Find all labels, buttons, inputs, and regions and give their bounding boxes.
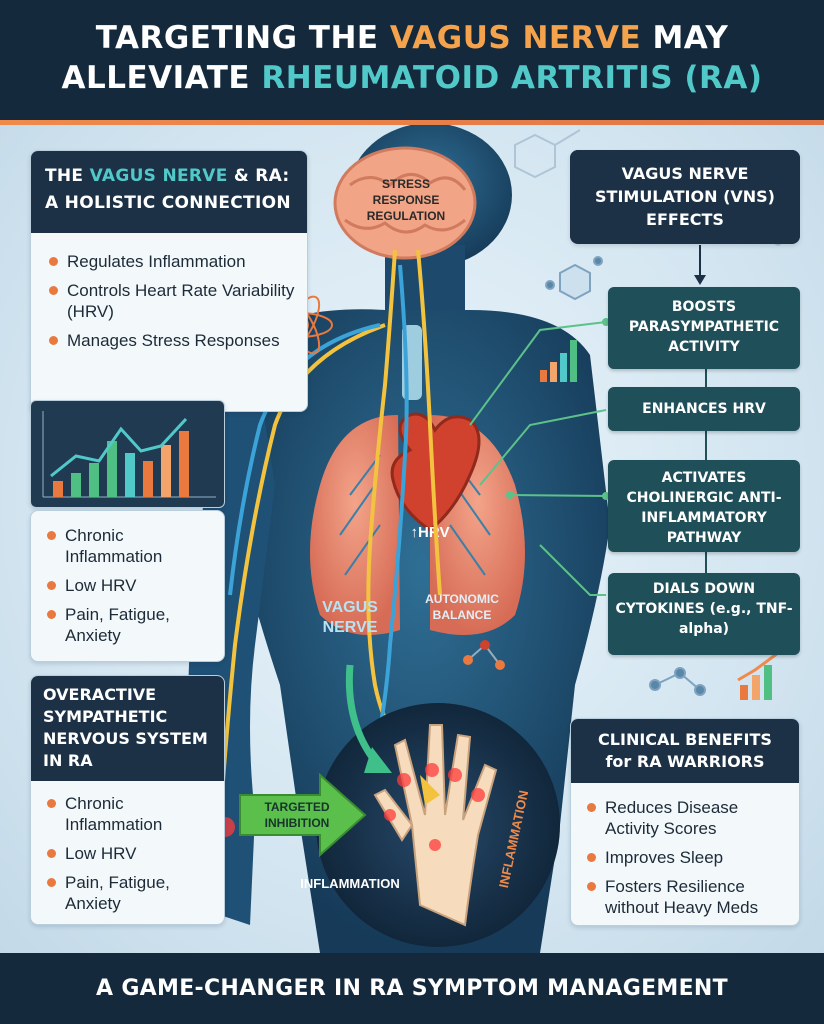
list-item: Regulates Inflammation	[47, 251, 297, 272]
list-item: Low HRV	[45, 843, 216, 864]
footer-banner: A GAME-CHANGER IN RA SYMPTOM MANAGEMENT	[0, 953, 824, 1024]
list-item: Chronic Inflammation	[45, 525, 216, 567]
arrowhead-icon	[364, 747, 392, 773]
list-item: Fosters Resilience without Heavy Meds	[585, 876, 791, 918]
effect-boosts-parasympathetic: BOOSTS PARASYMPATHETIC ACTIVITY	[608, 287, 800, 369]
inflammation-label-horizontal: INFLAMMATION	[300, 876, 399, 891]
autonomic-label-line1: AUTONOMIC	[425, 592, 499, 606]
ra-symptoms-panel: Chronic Inflammation Low HRV Pain, Fatig…	[30, 510, 225, 662]
targeted-label-line1: TARGETED	[264, 800, 329, 814]
connection-title-text: & RA:	[227, 166, 290, 186]
small-molecule-icon	[463, 640, 505, 670]
targeted-inhibition-arrow	[239, 772, 367, 858]
benefits-list: Reduces Disease Activity Scores Improves…	[571, 783, 799, 918]
vagus-nerve-label-line2: NERVE	[323, 619, 378, 636]
brain-label-line1: STRESS	[382, 177, 430, 191]
growth-chart-icon	[737, 651, 779, 700]
targeted-label-line2: INHIBITION	[265, 816, 330, 830]
list-item: Reduces Disease Activity Scores	[585, 797, 791, 839]
vns-effects-title-panel: VAGUS NERVE STIMULATION (VNS) EFFECTS	[570, 150, 800, 244]
heart-illustration	[390, 412, 481, 532]
list-item: Pain, Fatigue, Anxiety	[45, 604, 216, 646]
effect-cholinergic-pathway: ACTIVATES CHOLINERGIC ANTI-INFLAMMATORY …	[608, 460, 800, 552]
headline-line-1: TARGETING THE VAGUS NERVE MAY	[0, 0, 824, 58]
clinical-benefits-panel: CLINICAL BENEFITS for RA WARRIORS Reduce…	[570, 718, 800, 926]
bar-chart-icon	[540, 340, 577, 382]
list-item: Low HRV	[45, 575, 216, 596]
headline-text: TARGETING THE	[95, 20, 390, 56]
infographic-canvas: STRESS RESPONSE REGULATION ↑HRV VAGUS	[0, 125, 824, 953]
hexagon-molecule-icon	[545, 256, 603, 301]
effect-enhances-hrv: ENHANCES HRV	[608, 387, 800, 431]
declining-trend-chart-panel	[30, 400, 225, 508]
effect-dials-down-cytokines: DIALS DOWN CYTOKINES (e.g., TNF-alpha)	[608, 573, 800, 655]
vagus-ra-connection-panel: THE VAGUS NERVE & RA: A HOLISTIC CONNECT…	[30, 150, 308, 412]
connection-title-highlight: VAGUS NERVE	[89, 166, 228, 186]
molecule-chain-icon	[649, 667, 706, 696]
header-banner: TARGETING THE VAGUS NERVE MAY ALLEVIATE …	[0, 0, 824, 120]
heart-hrv-label: ↑HRV	[411, 524, 450, 541]
connection-title-subtitle: A HOLISTIC CONNECTION	[45, 193, 291, 213]
headline-highlight-vagus: VAGUS NERVE	[389, 20, 642, 56]
headline-highlight-ra: RHEUMATOID ARTRITIS (RA)	[261, 60, 763, 96]
list-item: Manages Stress Responses	[47, 330, 297, 351]
list-item: Chronic Inflammation	[45, 793, 216, 835]
benefits-panel-title: CLINICAL BENEFITS for RA WARRIORS	[571, 719, 799, 783]
brain-illustration	[333, 146, 477, 260]
nerve-arrow-icon	[420, 775, 440, 805]
down-arrow-icon	[694, 275, 706, 285]
vagus-nerve-label-line1: VAGUS	[322, 599, 378, 616]
vns-panel-title: VAGUS NERVE STIMULATION (VNS) EFFECTS	[570, 150, 800, 243]
symptoms-list: Chronic Inflammation Low HRV Pain, Fatig…	[31, 511, 224, 646]
headline-text: MAY	[641, 20, 729, 56]
headline-text: ALLEVIATE	[61, 60, 262, 96]
sympathetic-panel-title: OVERACTIVE SYMPATHETIC NERVOUS SYSTEM IN…	[31, 676, 224, 781]
trend-chart-icon	[42, 411, 216, 498]
sympathetic-list: Chronic Inflammation Low HRV Pain, Fatig…	[31, 781, 224, 914]
autonomic-label-line2: BALANCE	[433, 608, 492, 622]
effect-connector-lines	[469, 318, 610, 596]
brain-label-line2: RESPONSE	[373, 193, 440, 207]
list-item: Pain, Fatigue, Anxiety	[45, 872, 216, 914]
connection-list: Regulates Inflammation Controls Heart Ra…	[31, 233, 307, 351]
headline-line-2: ALLEVIATE RHEUMATOID ARTRITIS (RA)	[0, 58, 824, 98]
brain-label-line3: REGULATION	[367, 209, 445, 223]
connection-panel-title: THE VAGUS NERVE & RA: A HOLISTIC CONNECT…	[31, 151, 307, 233]
overactive-sympathetic-panel: OVERACTIVE SYMPATHETIC NERVOUS SYSTEM IN…	[30, 675, 225, 925]
header-divider	[0, 120, 824, 125]
connection-title-text: THE	[45, 166, 90, 186]
list-item: Improves Sleep	[585, 847, 791, 868]
human-body-illustration: STRESS RESPONSE REGULATION ↑HRV VAGUS	[188, 125, 797, 953]
list-item: Controls Heart Rate Variability (HRV)	[47, 280, 297, 322]
